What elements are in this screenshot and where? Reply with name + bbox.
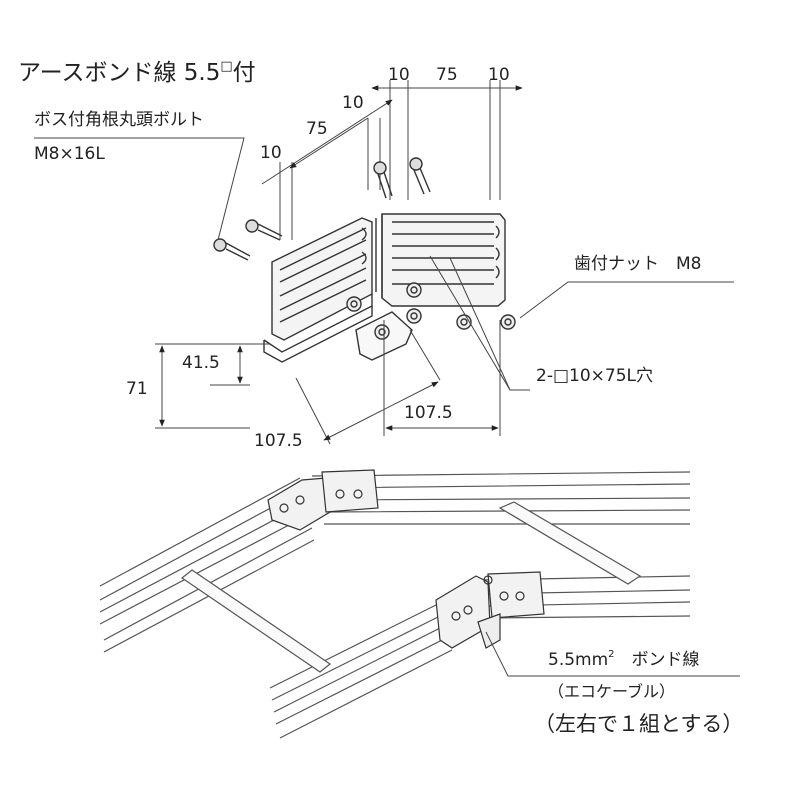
- right-splice-plate: [375, 213, 506, 307]
- holes-label: 2-□10×75L穴: [536, 366, 653, 386]
- exploded-joint-view: [34, 80, 734, 445]
- bond-wire-label: 5.5mm2 ボンド線: [548, 650, 700, 669]
- nuts: [346, 282, 516, 340]
- bond-prefix: 5.5mm: [548, 650, 609, 670]
- title-main: アースボンド線 5.5: [18, 60, 221, 86]
- cable-label: （エコケーブル）: [548, 682, 676, 701]
- title-box: □: [220, 59, 233, 74]
- bolts: [213, 157, 431, 261]
- width-dimensions: [295, 320, 501, 445]
- height-dimensions: [155, 343, 270, 429]
- lower-rail: [269, 575, 691, 739]
- bolt-name-label: ボス付角根丸頭ボルト: [34, 110, 204, 130]
- assembled-ladder-view: [99, 469, 740, 739]
- dim-top-left-10: 10: [388, 65, 410, 85]
- bond-leader: [485, 631, 740, 677]
- dim-top-right-10: 10: [488, 65, 510, 85]
- top-rail: [311, 471, 691, 525]
- dim-h-71: 71: [126, 379, 148, 399]
- rungs: [180, 501, 642, 673]
- top-dimension-lines: [261, 80, 523, 240]
- dim-h-41-5: 41.5: [182, 353, 220, 373]
- joint-bolts: [279, 489, 525, 621]
- dim-top-75: 75: [436, 65, 458, 85]
- bond-suffix: ボンド線: [614, 650, 700, 670]
- diagram-title: アースボンド線 5.5□付: [18, 60, 256, 85]
- bolt-size-label: M8×16L: [34, 144, 105, 164]
- pair-note: （左右で１組とする）: [534, 712, 744, 736]
- dim-mid-75: 75: [306, 119, 328, 139]
- dim-low-10: 10: [260, 143, 282, 163]
- joint-plates: [267, 469, 545, 649]
- dim-mid-10: 10: [342, 93, 364, 113]
- left-splice-plate: [263, 217, 373, 363]
- dim-w-107-5-left: 107.5: [254, 431, 303, 451]
- title-suffix: 付: [232, 60, 256, 86]
- dim-w-107-5-right: 107.5: [404, 403, 453, 423]
- nut-label: 歯付ナット M8: [574, 254, 702, 274]
- dimension-values: 10 75 10 10 75 10 41.5 71 107.5 107.5: [126, 65, 510, 451]
- bond-sup: 2: [608, 649, 615, 660]
